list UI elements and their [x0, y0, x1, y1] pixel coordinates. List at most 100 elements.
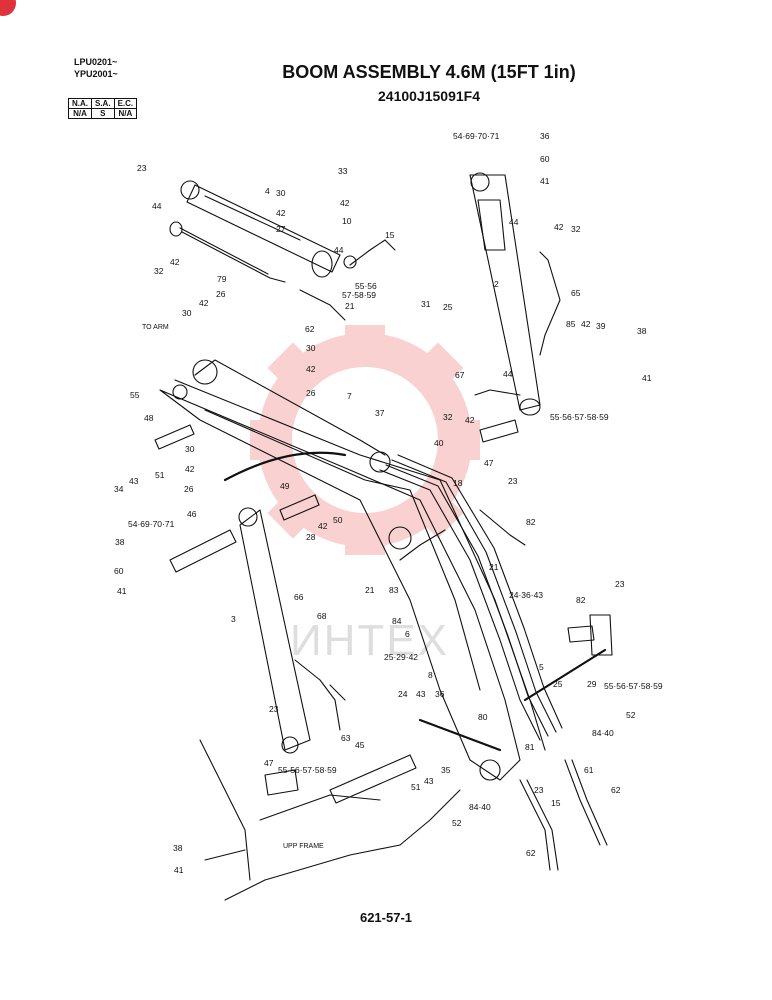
callout-label: 44: [503, 369, 513, 379]
callout-label: 23: [269, 704, 279, 714]
callout-label: 61: [584, 765, 594, 775]
callout-label: 21: [345, 301, 355, 311]
callout-label: 44: [509, 217, 519, 227]
callout-label: 24: [398, 689, 408, 699]
callout-label: 42: [554, 222, 564, 232]
callout-label: 43: [129, 476, 139, 486]
callout-label: 26: [306, 388, 316, 398]
callout-label: 15: [385, 230, 395, 240]
callout-label: 27: [276, 224, 286, 234]
callout-label: 67: [455, 370, 465, 380]
callout-label: 8: [428, 670, 433, 680]
callout-label: 37: [375, 408, 385, 418]
callout-label: 36: [540, 131, 550, 141]
callout-label: 4: [265, 186, 270, 196]
callout-label: 52: [452, 818, 462, 828]
callout-label: 51: [155, 470, 165, 480]
callout-label: 62: [526, 848, 536, 858]
callout-label: 54·69·70·71: [453, 131, 500, 141]
callout-labels: 23 4 33 30 42 44 42 10 27 15 44 32 42 79…: [114, 131, 663, 875]
callout-label: 42: [318, 521, 328, 531]
callout-label: 29: [587, 679, 597, 689]
callout-label: 60: [540, 154, 550, 164]
callout-label: 3: [231, 614, 236, 624]
watermark-text: ИНТЕХ: [290, 616, 449, 665]
callout-label: 81: [525, 742, 535, 752]
callout-label: 55: [130, 390, 140, 400]
serial-line-1: LPU0201~: [74, 57, 118, 67]
callout-label: 55·56·57·58·59: [278, 765, 337, 775]
callout-label: 84·40: [592, 728, 614, 738]
callout-label: 39: [596, 321, 606, 331]
callout-label: 30: [306, 343, 316, 353]
callout-label: 41: [540, 176, 550, 186]
assembly-part-number: 24100J15091F4: [378, 88, 480, 104]
callout-label: 65: [571, 288, 581, 298]
page-title: BOOM ASSEMBLY 4.6M (15FT 1in): [282, 62, 576, 82]
callout-label: 32: [443, 412, 453, 422]
callout-label: 28: [306, 532, 316, 542]
callout-label: 44: [334, 245, 344, 255]
callout-label: 7: [347, 391, 352, 401]
callout-label: 33: [338, 166, 348, 176]
page-number: 621-57-1: [359, 910, 413, 925]
callout-label: 49: [280, 481, 290, 491]
serial-line-2: YPU2001~: [74, 69, 118, 79]
callout-label: 15: [551, 798, 561, 808]
callout-label: 26: [216, 289, 226, 299]
callout-label: 50: [333, 515, 343, 525]
callout-label: 62: [611, 785, 621, 795]
callout-label: 42: [276, 208, 286, 218]
callout-label: 47: [484, 458, 494, 468]
callout-label: 42: [170, 257, 180, 267]
callout-label: 66: [294, 592, 304, 602]
callout-label: 30: [182, 308, 192, 318]
callout-label: 23: [534, 785, 544, 795]
callout-label: 57·58·59: [342, 290, 376, 300]
callout-label: 45: [355, 740, 365, 750]
callout-label: 42: [581, 319, 591, 329]
callout-label: 32: [571, 224, 581, 234]
callout-label: 55·56: [355, 281, 377, 291]
callout-label: 43: [416, 689, 426, 699]
callout-label: 26: [184, 484, 194, 494]
callout-label: 55·56·57·58·59: [550, 412, 609, 422]
callout-label: 55·56·57·58·59: [604, 681, 663, 691]
callout-label: 54·69·70·71: [128, 519, 175, 529]
callout-label: 68: [317, 611, 327, 621]
callout-label: 35: [441, 765, 451, 775]
callout-label: 62: [305, 324, 315, 334]
callout-label: 24·36·43: [509, 590, 543, 600]
callout-label: 21: [365, 585, 375, 595]
callout-label: 23: [137, 163, 147, 173]
upper-frame-note: UPP FRAME: [283, 843, 324, 850]
callout-label: 47: [264, 758, 274, 768]
callout-label: 82: [576, 595, 586, 605]
callout-label: 41: [117, 586, 127, 596]
callout-label: 43: [424, 776, 434, 786]
callout-label: 2: [494, 279, 499, 289]
callout-label: 41: [642, 373, 652, 383]
callout-label: 44: [152, 201, 162, 211]
callout-label: 52: [626, 710, 636, 720]
avail-value-na: N/A: [68, 108, 92, 119]
callout-label: 40: [434, 438, 444, 448]
callout-label: 38: [173, 843, 183, 853]
callout-label: 82: [526, 517, 536, 527]
callout-label: 25: [443, 302, 453, 312]
callout-label: 21: [489, 562, 499, 572]
callout-label: 48: [144, 413, 154, 423]
callout-label: 79: [217, 274, 227, 284]
callout-label: 42: [185, 464, 195, 474]
callout-label: 5: [539, 662, 544, 672]
callout-label: 10: [342, 216, 352, 226]
callout-label: 23: [508, 476, 518, 486]
callout-label: 30: [185, 444, 195, 454]
to-arm-note: TO ARM: [142, 324, 169, 331]
watermark-logo: [250, 325, 480, 555]
callout-label: 36: [435, 689, 445, 699]
callout-label: 31: [421, 299, 431, 309]
callout-label: 23: [615, 579, 625, 589]
serial-range: LPU0201~ YPU2001~: [74, 56, 118, 80]
